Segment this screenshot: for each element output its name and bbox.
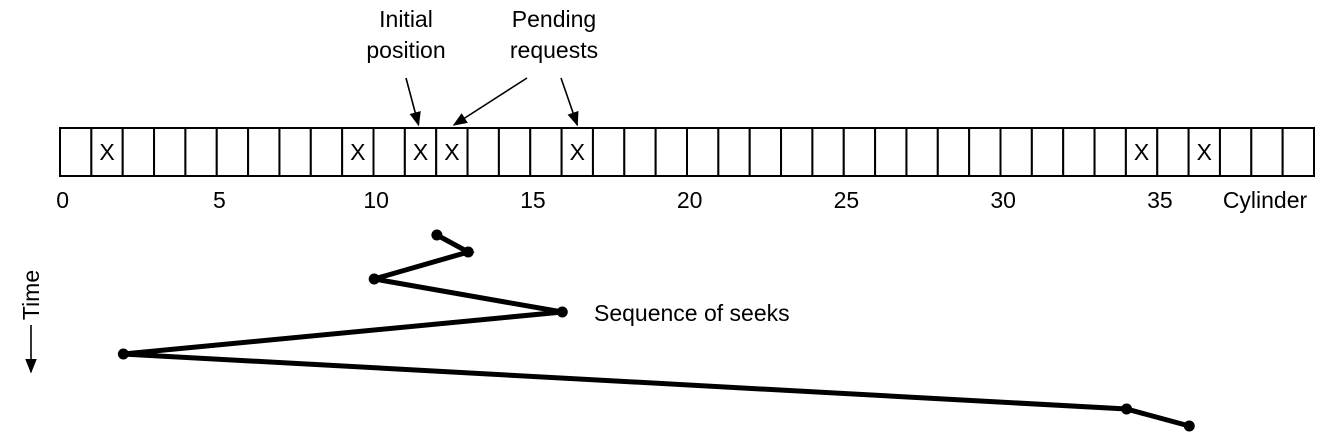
cylinder-cell — [999, 127, 1033, 177]
cylinder-cell — [1281, 127, 1316, 177]
cylinder-cell — [184, 127, 218, 177]
cylinder-cell — [1093, 127, 1127, 177]
request-mark: X — [1197, 139, 1212, 165]
cylinder-strip — [59, 127, 1316, 177]
cylinder-cell — [1030, 127, 1065, 177]
cylinder-tick-label: 25 — [834, 187, 860, 213]
cylinder-cell — [497, 127, 532, 177]
seek-point — [1183, 420, 1195, 432]
cylinder-tick-label: 15 — [520, 187, 546, 213]
request-mark: X — [1134, 139, 1149, 165]
initial-position-label-line2: position — [366, 37, 445, 63]
cylinder-cell — [153, 127, 187, 177]
pending-requests-arrows — [452, 77, 579, 127]
cylinder-cell — [968, 127, 1002, 177]
cylinder-tick-label: 5 — [213, 187, 226, 213]
seek-point — [1121, 403, 1133, 415]
initial-position-arrow — [405, 77, 421, 127]
cylinder-cell — [1218, 127, 1253, 177]
cylinder-cell — [591, 127, 626, 177]
cylinder-cell — [90, 127, 124, 177]
pending-requests-label-line2: requests — [510, 37, 598, 63]
initial-position-annotation: Initial position — [366, 6, 446, 127]
cylinder-cell — [560, 127, 594, 177]
cylinder-tick-labels: 0 5 10 15 20 25 30 35 — [56, 187, 1172, 213]
cylinder-cell — [1187, 127, 1221, 177]
cylinder-tick-label: 10 — [363, 187, 389, 213]
request-mark: X — [99, 139, 114, 165]
cylinder-cell — [811, 127, 845, 177]
cylinder-cell — [654, 127, 689, 177]
cylinder-tick-label: 0 — [56, 187, 69, 213]
request-mark: X — [350, 139, 365, 165]
cylinder-cell — [341, 127, 375, 177]
cylinder-cell — [717, 127, 751, 177]
pending-request-arrow — [560, 77, 579, 127]
cylinder-cell — [466, 127, 500, 177]
cylinder-cell — [748, 127, 783, 177]
cylinder-tick-label: 30 — [990, 187, 1016, 213]
cylinder-axis-label: Cylinder — [1223, 187, 1308, 213]
cylinder-cell — [309, 127, 344, 177]
cylinder-cell — [1250, 127, 1284, 177]
time-axis-label: Time — [18, 270, 44, 320]
sequence-of-seeks-label: Sequence of seeks — [594, 300, 790, 326]
seek-path — [123, 232, 1190, 429]
seek-sequence: Sequence of seeks — [117, 229, 1195, 432]
cylinder-cell — [529, 127, 563, 177]
pending-request-arrow — [452, 77, 528, 126]
cylinder-cell — [874, 127, 908, 177]
cylinder-cell — [1156, 127, 1190, 177]
cylinder-cell — [278, 127, 312, 177]
request-mark: X — [444, 139, 459, 165]
pending-requests-annotation: Pending requests — [452, 6, 598, 127]
initial-position-label-line1: Initial — [379, 6, 433, 32]
seek-point — [462, 246, 474, 258]
cylinder-tick-label: 35 — [1147, 187, 1173, 213]
cylinder-cell — [59, 127, 93, 177]
cylinder-cell — [780, 127, 814, 177]
request-mark: X — [413, 139, 428, 165]
cylinder-cell — [372, 127, 406, 177]
cylinder-cell — [936, 127, 971, 177]
cylinder-cell — [1062, 127, 1096, 177]
cylinder-cell — [623, 127, 657, 177]
seek-point — [556, 306, 568, 318]
request-mark: X — [570, 139, 585, 165]
cylinder-cell — [403, 127, 438, 177]
cylinder-tick-label: 20 — [677, 187, 703, 213]
seek-point — [368, 273, 380, 285]
cylinder-cell — [842, 127, 877, 177]
cylinder-cell — [121, 127, 156, 177]
cylinder-cell — [247, 127, 281, 177]
time-axis: Time — [18, 270, 44, 374]
cylinder-cell — [905, 127, 939, 177]
seek-point — [117, 348, 129, 360]
cylinder-cell — [215, 127, 250, 177]
pending-requests-label-line1: Pending — [512, 6, 596, 32]
cylinder-cell — [686, 127, 720, 177]
seek-point — [431, 229, 443, 241]
